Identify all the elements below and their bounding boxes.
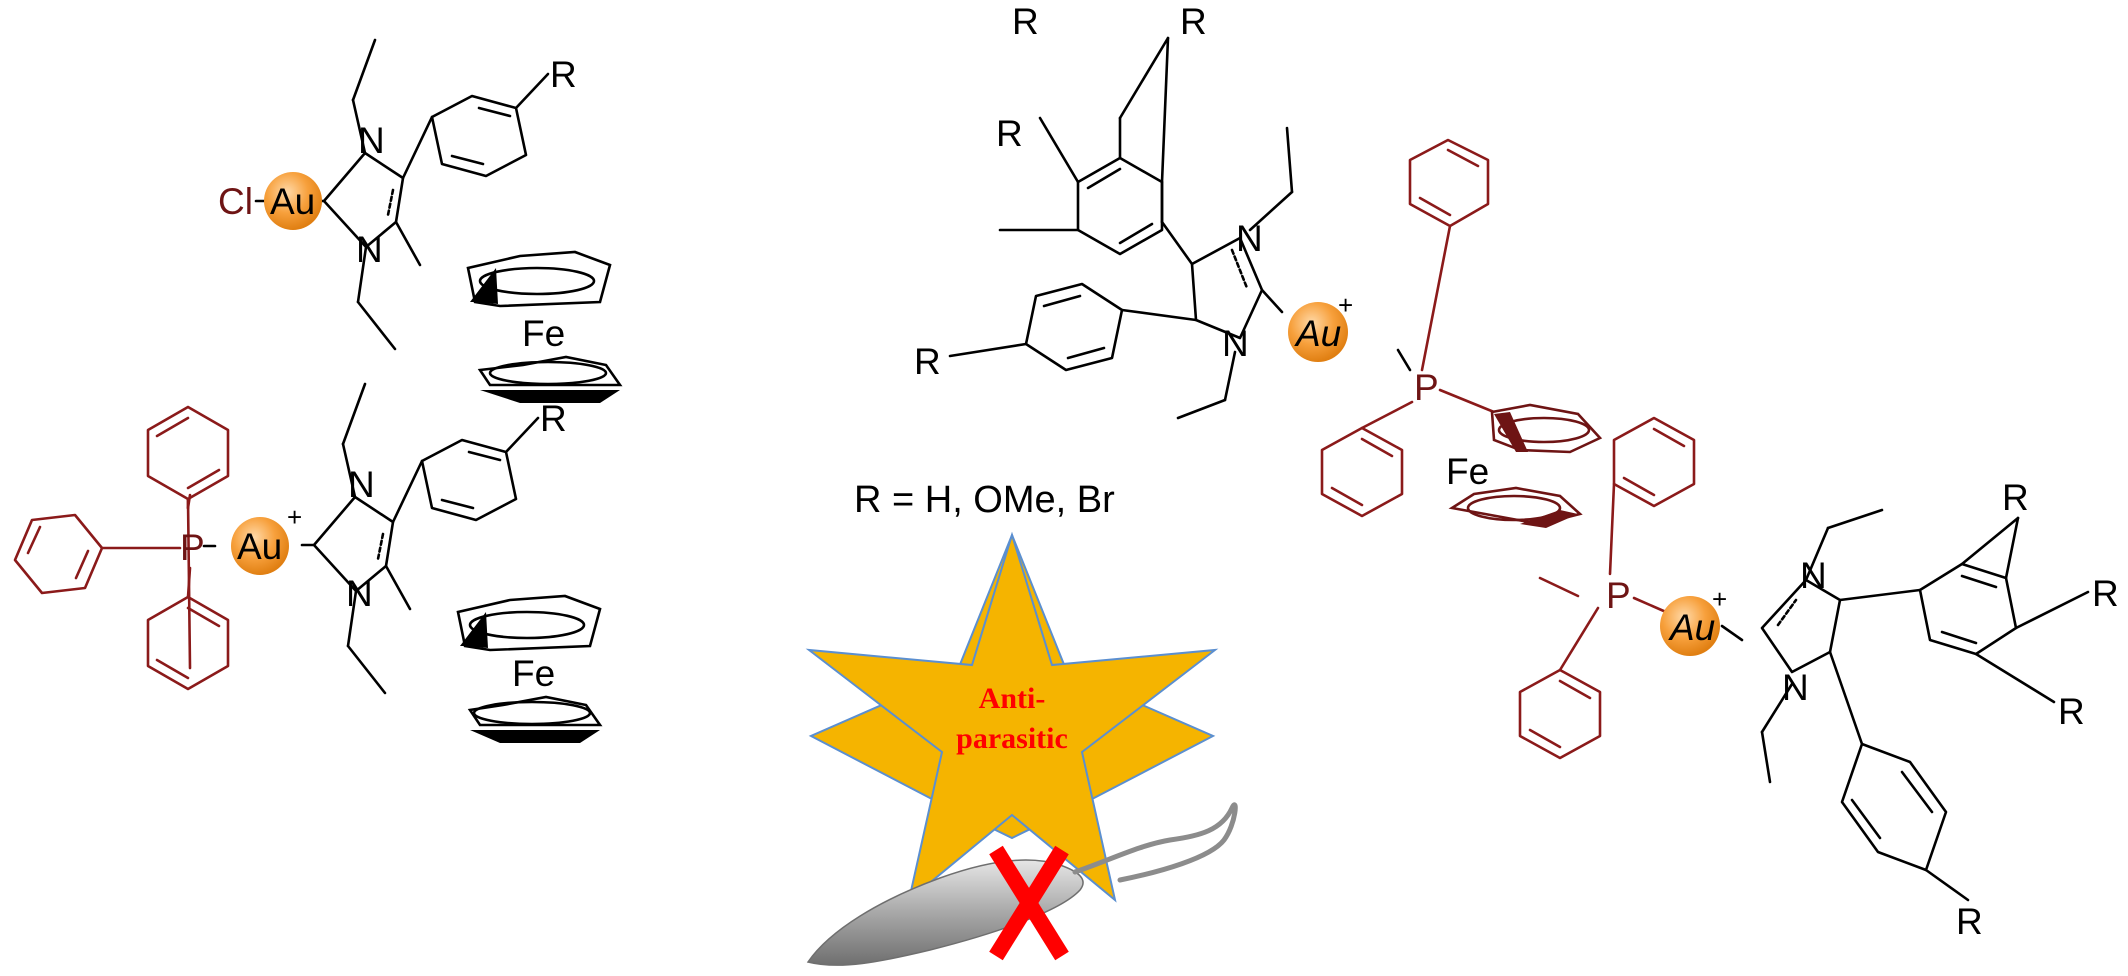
molecule3-upper-charge-label: + (1338, 290, 1353, 320)
molecule2-phenyl-rings (13, 405, 230, 691)
molecule3-upper-gold-label: Au (1294, 313, 1341, 354)
molecule2-bonds (202, 382, 540, 695)
molecule3-r-label-1: R (1012, 1, 1039, 42)
molecule3-r-label-2: R (1180, 1, 1207, 42)
molecule3-ferrocene (1448, 403, 1603, 528)
molecule3-lower-nhc-bonds (1720, 508, 2090, 902)
molecule3-r-label-8: R (1956, 901, 1983, 942)
molecule3-upper-n1-label: N (1236, 218, 1263, 259)
molecule3-lower-gold-label: Au (1668, 607, 1715, 648)
molecule2-phosphorus-label: P (180, 527, 205, 568)
molecule-dinuclear-dppf-gold: Au + Au + P P Fe N N N N R R R R R R R R (914, 1, 2119, 942)
molecule-chloro-gold-nhc: Cl Au N N R Fe (218, 38, 623, 403)
molecule3-r-label-3: R (996, 113, 1023, 154)
parasite-illustration (806, 802, 1238, 966)
molecule2-gold-sphere (231, 517, 289, 575)
molecule3-upper-phosphorus-label: P (1414, 367, 1439, 408)
molecule1-r-label: R (550, 54, 577, 95)
molecule3-lower-charge-label: + (1712, 584, 1727, 614)
substituent-definition: R = H, OMe, Br (854, 479, 1115, 521)
molecule3-dppf-bonds (1320, 138, 1696, 760)
molecule3-upper-gold-sphere (1288, 302, 1348, 362)
molecule-triphenylphosphine-gold-nhc: P Au + N N R Fe (13, 382, 603, 743)
parasite-flagellum (1072, 802, 1238, 883)
molecule1-gold-label: Au (270, 181, 315, 222)
molecule3-r-label-4: R (914, 341, 941, 382)
molecule3-lower-gold-sphere (1660, 596, 1720, 656)
red-x-icon (989, 845, 1069, 961)
molecule2-ferrocene (456, 594, 603, 743)
molecule2-charge-label: + (287, 502, 302, 532)
molecule1-n1-label: N (358, 120, 385, 161)
molecule3-upper-n3-label: N (1222, 323, 1249, 364)
molecule3-r-label-7: R (2058, 691, 2085, 732)
antiparasitic-star: Anti- parasitic (805, 531, 1219, 903)
molecule1-n3-label: N (356, 229, 383, 270)
star-label-line1: Anti- (979, 682, 1046, 715)
molecule3-r-label-5: R (2002, 477, 2029, 518)
molecule2-n3-label: N (346, 573, 373, 614)
molecule3-fe-label: Fe (1446, 451, 1489, 492)
molecule2-r-label: R (540, 398, 567, 439)
molecule3-lower-phosphorus-label: P (1606, 575, 1631, 616)
molecule3-upper-nhc-bonds (948, 36, 1412, 420)
molecule1-gold-sphere (264, 172, 322, 230)
molecule3-lower-n1-label: N (1800, 555, 1827, 596)
molecule3-r-label-6: R (2092, 573, 2119, 614)
molecule1-ferrocene (466, 250, 623, 403)
molecule1-fe-label: Fe (522, 313, 565, 354)
molecule1-chlorine-label: Cl (218, 181, 253, 222)
star-label-line2: parasitic (956, 722, 1068, 755)
molecule2-fe-label: Fe (512, 653, 555, 694)
molecule2-n1-label: N (348, 464, 375, 505)
star-shape (805, 531, 1219, 903)
molecule2-gold-label: Au (237, 526, 282, 567)
molecule3-lower-n3-label: N (1782, 667, 1809, 708)
